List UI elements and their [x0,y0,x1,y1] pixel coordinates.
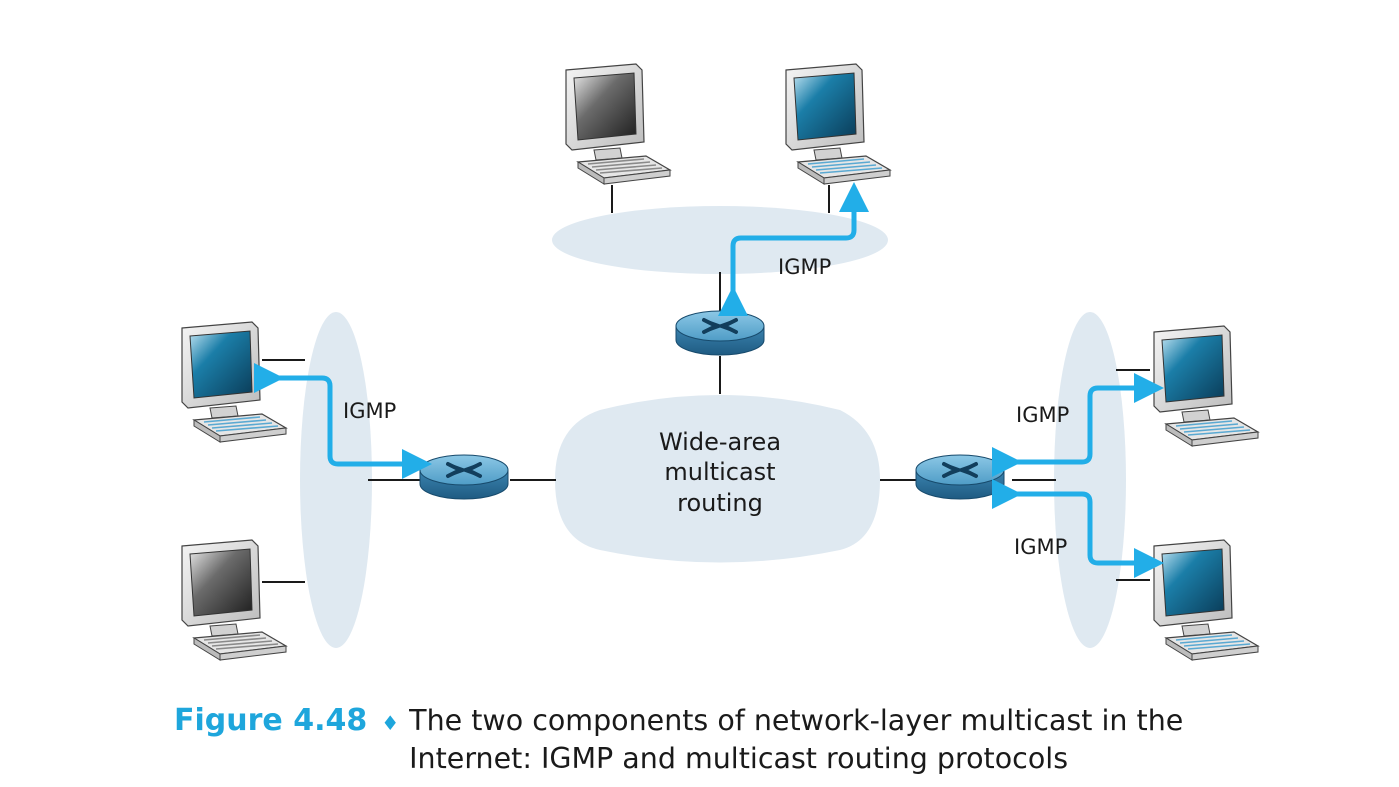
computer-icon [1153,539,1259,661]
igmp-label-left: IGMP [343,399,396,423]
lan-ellipse-right [1054,312,1126,648]
computer-icon [785,63,891,185]
caption-text: The two components of network-layer mult… [409,702,1183,778]
figure-number: Figure 4.48 [174,703,368,738]
wan-label-line1: Wide-area [659,428,781,456]
caption-line-2: Internet: IGMP and multicast routing pro… [409,742,1069,775]
computer-icon [565,63,671,185]
lan-ellipse-left [300,312,372,648]
igmp-label-right-upper: IGMP [1016,403,1069,427]
caption-line-1: The two components of network-layer mult… [409,704,1184,737]
router-icon [914,453,1006,501]
wan-label-line2: multicast [664,458,775,486]
multicast-diagram: Wide-area multicast routing IGMP IGMP IG… [181,63,1259,661]
computer-icon [181,321,287,443]
router-icon [674,309,766,357]
igmp-label-right-lower: IGMP [1014,535,1067,559]
caption-separator: ♦ [381,711,400,735]
computer-icon [1153,325,1259,447]
router-icon [418,453,510,501]
figure-caption: Figure 4.48 ♦ The two components of netw… [174,702,1274,778]
wan-cloud [555,395,880,563]
wan-label-line3: routing [677,489,763,517]
computer-icon [181,539,287,661]
igmp-arrows [253,182,1164,578]
igmp-label-top: IGMP [778,255,831,279]
